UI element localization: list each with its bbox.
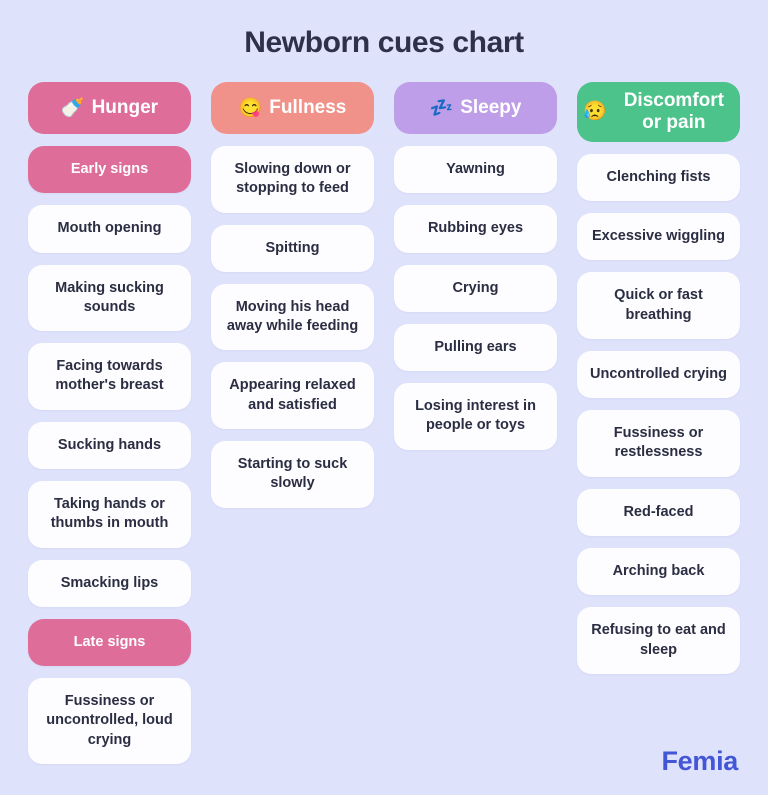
sad-but-relieved-face-emoji: 😥 (583, 101, 607, 123)
cue-card: Moving his head away while feeding (211, 283, 374, 351)
column-header-label: Hunger (91, 97, 159, 119)
cue-card: Crying (394, 264, 557, 312)
cue-card: Refusing to eat and sleep (577, 607, 740, 674)
column-header-hunger: 🍼 Hunger (28, 82, 191, 134)
column-header-sleepy: 💤 Sleepy (394, 82, 557, 134)
cue-subheading: Late signs (28, 618, 191, 667)
column-header-fullness: 😋 Fullness (211, 82, 374, 134)
cue-card: Losing interest in people or toys (394, 383, 557, 450)
column-header-label: Fullness (269, 97, 347, 119)
cue-card: Red-faced (577, 488, 740, 536)
cue-card: Smacking lips (28, 559, 191, 607)
cue-card: Taking hands or thumbs in mouth (28, 480, 191, 548)
cue-card: Facing towards mother's breast (28, 343, 191, 410)
cue-card: Clenching fists (577, 153, 740, 201)
cue-card: Appearing relaxed and satisfied (211, 362, 374, 429)
cue-card: Slowing down or stopping to feed (211, 146, 374, 213)
column-header-label: Discomfort or pain (623, 90, 724, 133)
cue-card: Fussiness or restlessness (577, 410, 740, 477)
face-savoring-food-emoji: 😋 (238, 97, 263, 119)
cue-card: Starting to suck slowly (211, 440, 374, 508)
cue-card: Mouth opening (28, 205, 191, 253)
cue-card: Quick or fast breathing (577, 272, 740, 339)
cue-card: Rubbing eyes (394, 205, 557, 253)
cue-subheading: Early signs (28, 146, 191, 194)
cue-card: Excessive wiggling (577, 212, 740, 261)
column-header-label: Sleepy (460, 97, 522, 119)
column-header-discomfort: 😥 Discomfort or pain (577, 82, 740, 142)
zzz-sleep-emoji: 💤 (429, 97, 454, 119)
cue-card: Making sucking sounds (28, 264, 191, 332)
cue-card: Sucking hands (28, 421, 191, 469)
cue-card: Arching back (577, 547, 740, 596)
cue-card: Fussiness or uncontrolled, loud crying (28, 678, 191, 764)
cue-card: Uncontrolled crying (577, 350, 740, 399)
cue-card: Spitting (211, 224, 374, 272)
page-title: Newborn cues chart (244, 26, 524, 59)
femia-logo: Femia (661, 746, 738, 776)
baby-bottle-emoji: 🍼 (60, 97, 85, 119)
cue-card: Pulling ears (394, 323, 557, 372)
cue-card: Yawning (394, 146, 557, 194)
